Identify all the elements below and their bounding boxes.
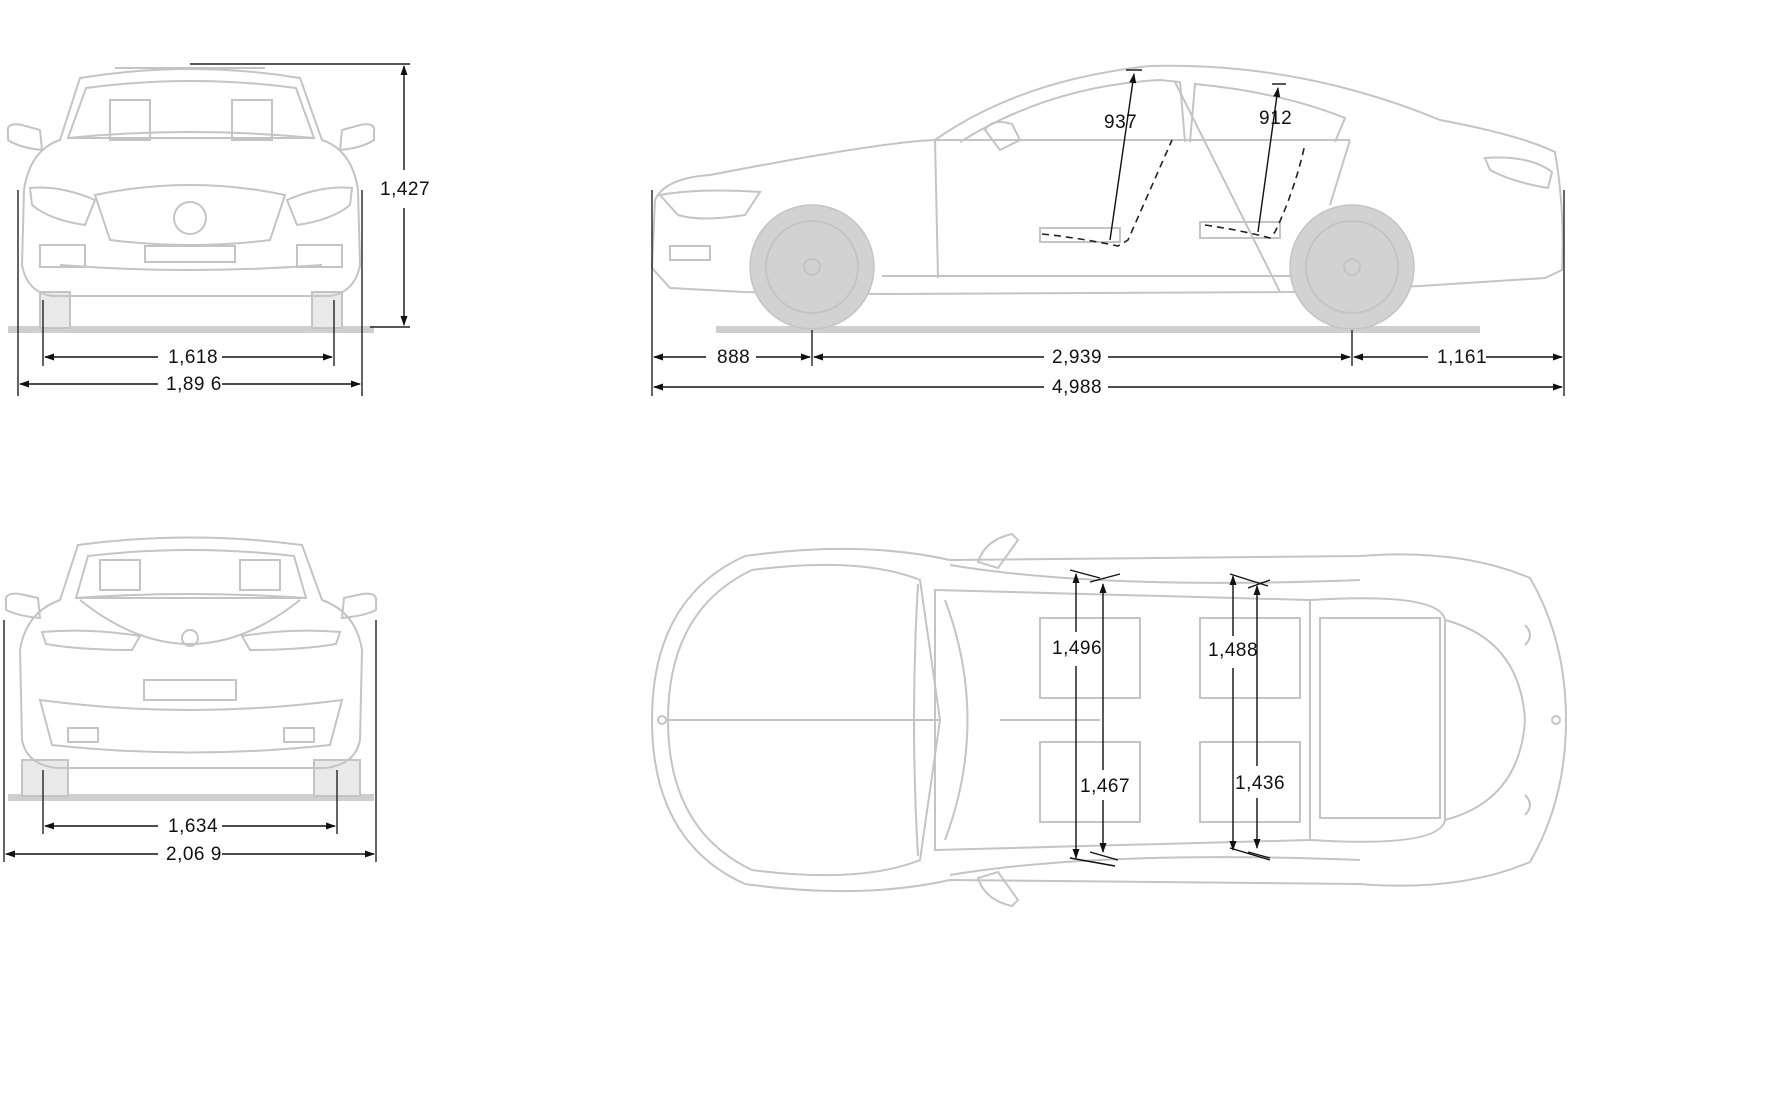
length-label: 4,988 — [1052, 377, 1102, 398]
shoulder-front-label: 1,496 — [1052, 638, 1102, 659]
front-width-label: 1,89 6 — [166, 374, 222, 395]
side-car-outline — [650, 64, 1564, 296]
rear-view: 1,634 2,06 9 — [3, 536, 378, 865]
front-track-label: 1,618 — [168, 347, 218, 368]
front-view: 1,427 1,618 1,89 6 — [6, 63, 430, 396]
rear-seat-dashed — [1204, 143, 1306, 239]
front-height-label: 1,427 — [380, 179, 430, 200]
headroom-front-dim — [1109, 73, 1137, 241]
wheelbase-label: 2,939 — [1052, 347, 1102, 368]
shoulder-rear-label: 1,488 — [1208, 640, 1258, 661]
top-view: 1,496 1,467 1,488 1,436 — [650, 532, 1568, 908]
front-ground-line — [8, 326, 374, 333]
front-car-outline — [6, 67, 376, 297]
rear-ground-line — [8, 794, 374, 801]
overhang-front-label: 888 — [717, 347, 750, 368]
headroom-front-label: 937 — [1104, 112, 1137, 133]
rear-width-label: 2,06 9 — [166, 844, 222, 865]
side-wheels — [749, 204, 1415, 330]
headroom-rear-label: 912 — [1259, 108, 1292, 129]
front-seat-dashed — [1041, 139, 1173, 247]
rear-tyres — [21, 759, 361, 797]
headroom-rear-dim — [1257, 87, 1281, 233]
side-ground-line — [716, 326, 1480, 333]
rear-car-outline — [4, 536, 378, 769]
hip-front-label: 1,467 — [1080, 776, 1130, 797]
hip-rear-label: 1,436 — [1235, 773, 1285, 794]
overhang-rear-label: 1,161 — [1437, 347, 1487, 368]
front-tyres — [39, 291, 343, 329]
rear-track-label: 1,634 — [168, 816, 218, 837]
side-view: 937 912 888 2,939 1,161 4,988 — [650, 64, 1565, 398]
top-car-outline — [650, 532, 1568, 908]
